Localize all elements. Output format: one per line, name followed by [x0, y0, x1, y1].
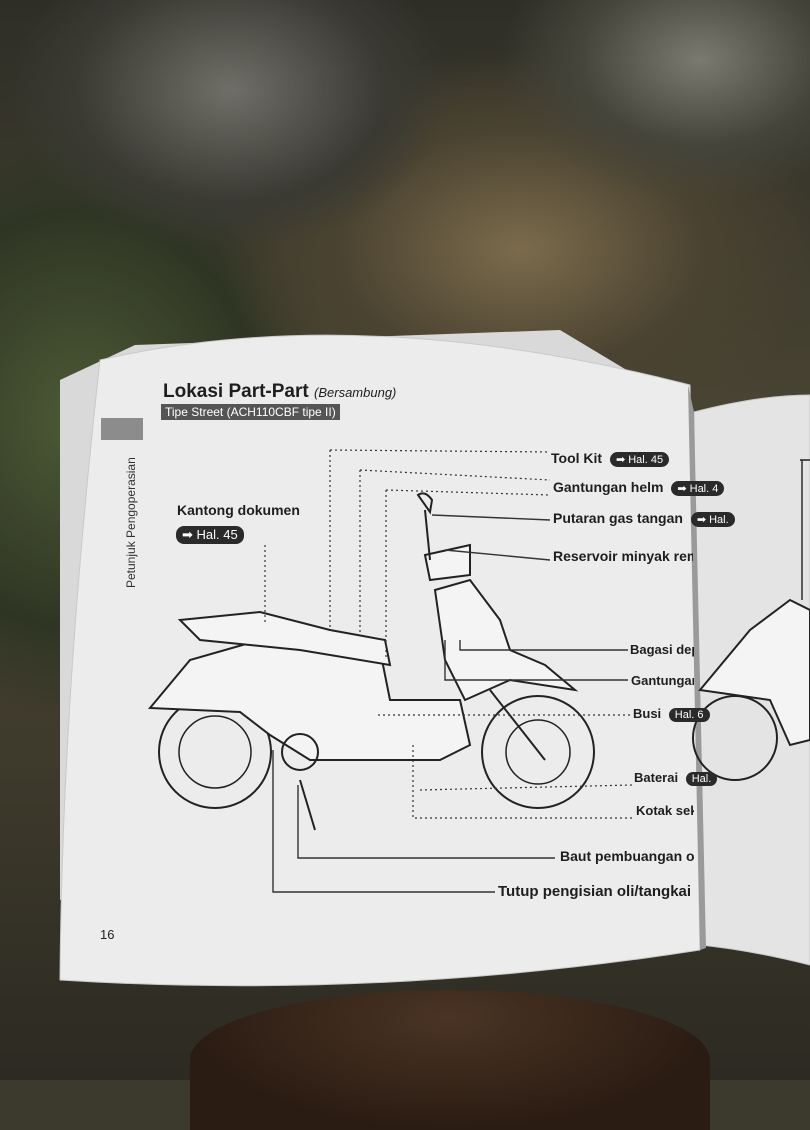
label-kantong-text: Kantong dokumen — [177, 502, 300, 518]
label-gantungan-barang: Gantungan barang — [631, 673, 694, 688]
leader-lines — [264, 449, 633, 819]
label-baterai: Baterai Hal. — [634, 770, 718, 786]
label-kantong-ref: ➡ Hal. 45 — [176, 526, 244, 544]
type-tag: Tipe Street (ACH110CBF tipe II) — [161, 404, 340, 420]
label-text: Gantungan barang — [631, 673, 694, 688]
side-tab-marker — [101, 418, 143, 440]
label-text: Gantungan helm — [553, 479, 664, 495]
ref-pill: ➡ Hal. 45 — [609, 451, 670, 467]
label-text: Kotak sekring — [636, 803, 694, 818]
ref-pill: ➡ Hal. 4 — [671, 480, 725, 496]
ref-text: Hal. 6 — [674, 708, 704, 721]
ref-text: Hal. 45 — [196, 527, 238, 542]
label-text: Busi — [633, 706, 662, 721]
label-bagasi: Bagasi depan — [630, 642, 694, 657]
label-text: Tutup pengisian oli/tangkai pengukur — [498, 883, 694, 900]
solid-leaders — [272, 514, 628, 893]
label-text: Bagasi depan — [630, 642, 694, 657]
label-text: Tool Kit — [551, 450, 603, 466]
label-reservoir: Reservoir minyak rem depan — [553, 548, 693, 564]
ref-pill: ➡ Hal. — [690, 511, 735, 527]
label-text: Baut pembuangan oli mesin — [560, 848, 694, 864]
ref-pill: Hal. — [685, 771, 718, 786]
manual-book — [59, 330, 810, 987]
label-gantungan-helm: Gantungan helm ➡ Hal. 4 — [553, 479, 725, 496]
ref-text: Hal. 4 — [689, 482, 719, 495]
ref-pill: ➡ Hal. 45 — [176, 526, 244, 544]
label-busi: Busi Hal. 6 — [633, 706, 710, 722]
side-tab-label: Petunjuk Pengoperasian — [124, 457, 138, 588]
title-text: Lokasi Part-Part — [163, 381, 309, 402]
label-kantong: Kantong dokumen — [177, 502, 300, 518]
scooter-illustration-right — [692, 459, 810, 781]
ref-pill: Hal. 6 — [668, 707, 710, 722]
page-title: Lokasi Part-Part (Bersambung) — [163, 381, 396, 403]
ref-text: Hal. — [709, 513, 729, 526]
label-text: Putaran gas tangan — [553, 510, 683, 526]
label-text: Reservoir minyak rem depan — [553, 548, 693, 564]
label-toolkit: Tool Kit ➡ Hal. 45 — [551, 450, 670, 467]
title-note: (Bersambung) — [314, 385, 397, 400]
side-tab: Petunjuk Pengoperasian — [104, 440, 138, 590]
label-text: Baterai — [634, 770, 679, 785]
scooter-illustration — [147, 492, 595, 831]
label-kotak-sekring: Kotak sekring — [636, 803, 694, 818]
ref-text: Hal. — [691, 772, 712, 785]
label-tutup: Tutup pengisian oli/tangkai pengukur — [498, 883, 694, 900]
label-putaran-gas: Putaran gas tangan ➡ Hal. — [553, 510, 735, 527]
page-number: 16 — [100, 927, 115, 942]
hand — [190, 990, 710, 1130]
ref-text: Hal. 45 — [628, 453, 664, 466]
label-baut: Baut pembuangan oli mesin — [560, 848, 694, 864]
